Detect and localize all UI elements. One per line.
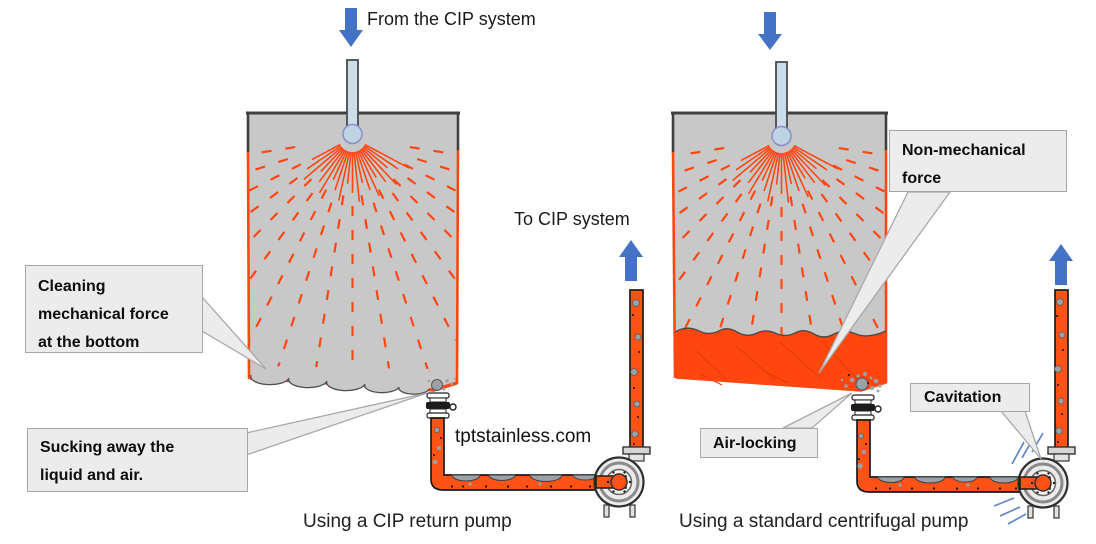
- left-spray-pattern: [249, 143, 457, 377]
- right-inlet-pipe: [771, 61, 792, 147]
- watermark-text: tptstainless.com: [455, 426, 592, 447]
- air-locking-callout: Air-locking: [700, 428, 818, 458]
- from-cip-system-label: From the CIP system: [367, 9, 536, 29]
- right-outlet-valve: [851, 394, 882, 421]
- spray-ball: [771, 125, 792, 147]
- right-centrifugal-pump: [1017, 446, 1076, 519]
- right-riser-bubbles: [1054, 298, 1066, 443]
- right-spray-pattern: [677, 144, 885, 378]
- left-riser-bubbles: [630, 299, 642, 445]
- left-inlet-down-arrow-icon: [339, 8, 363, 47]
- cleaning-force-callout: Cleaning mechanical force at the bottom: [25, 265, 203, 353]
- sucking-callout-tail: [245, 392, 428, 456]
- right-outlet-up-arrow-icon: [1049, 244, 1073, 285]
- non-mechanical-callout-tail: [818, 191, 952, 374]
- cavitation-callout-tail: [999, 410, 1042, 460]
- left-tank-bottom: [249, 366, 458, 395]
- left-inlet-pipe: [342, 59, 363, 145]
- left-diagram-caption: Using a CIP return pump: [303, 511, 512, 532]
- left-outlet-up-arrow-icon: [619, 240, 643, 281]
- non-mechanical-force-callout: Non-mechanical force: [889, 130, 1067, 192]
- left-outlet: [427, 377, 457, 391]
- callout-pointer-tails: [201, 191, 1042, 460]
- left-cip-return-pump: [593, 446, 651, 518]
- air-locking-callout-tail: [782, 392, 853, 429]
- spray-ball: [342, 123, 363, 145]
- right-tank-liquid-pool: [674, 327, 887, 392]
- cavitation-callout: Cavitation: [910, 383, 1030, 412]
- to-cip-system-label: To CIP system: [514, 209, 630, 229]
- right-outlet-air-pocket: [840, 372, 882, 393]
- left-outlet-valve: [426, 392, 457, 419]
- right-inlet-down-arrow-icon: [758, 12, 782, 50]
- left-downpipe-bubbles: [432, 427, 442, 465]
- right-diagram-caption: Using a standard centrifugal pump: [679, 511, 969, 532]
- right-downpipe-bubbles: [857, 433, 867, 469]
- sucking-callout: Sucking away the liquid and air.: [27, 428, 248, 492]
